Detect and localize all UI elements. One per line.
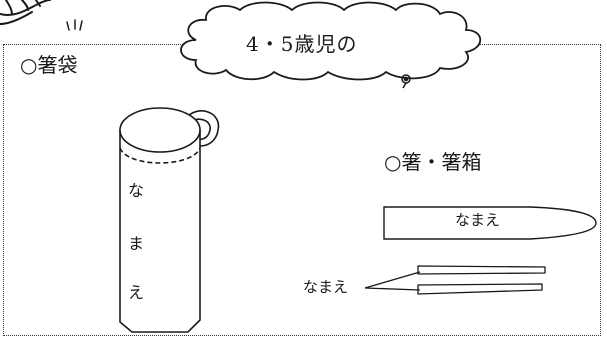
bag-stitch-line (119, 147, 201, 164)
character-corner-doodle (0, 0, 51, 25)
label-pointer-bottom (364, 287, 421, 291)
chopstick-top (417, 265, 546, 275)
bag-body (119, 130, 201, 333)
bag-name-char: な (128, 181, 145, 200)
cloud-tail (401, 74, 411, 89)
chopsticks-illustration (364, 265, 546, 295)
case-name-label: なまえ (455, 211, 501, 229)
bag-name-char: ま (128, 234, 145, 253)
bag-name-char: え (128, 283, 145, 302)
cloud-bubble (180, 1, 482, 81)
label-pointer-top (364, 271, 421, 289)
chopstick-bottom (417, 283, 543, 295)
chopstick-bag-illustration (119, 107, 220, 333)
chopsticks-case-title: ○箸・箸箱 (384, 150, 482, 174)
cloud-heading: 4・5歳児の (246, 32, 358, 56)
chopsticks-name-label: なまえ (303, 278, 349, 296)
case-outline (383, 206, 597, 240)
sparkle-lines (66, 19, 83, 31)
bag-opening (119, 107, 201, 153)
chopstick-bag-title: ○箸袋 (20, 53, 78, 77)
chopstick-case-illustration (383, 206, 597, 240)
